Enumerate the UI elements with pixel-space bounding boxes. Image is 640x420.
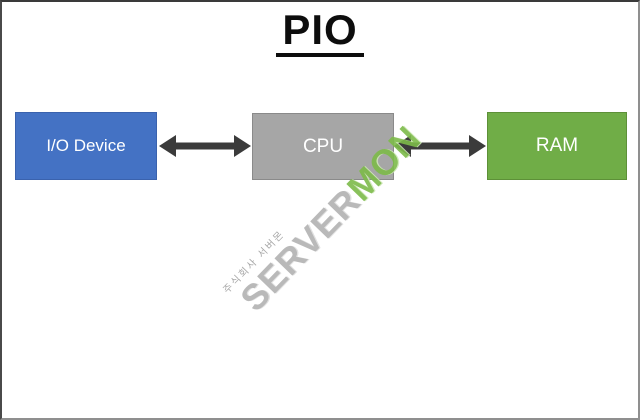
cpu-label: CPU [302, 135, 344, 157]
bidirectional-arrow-cpu-ram-icon [393, 131, 487, 161]
bidirectional-arrow-io-cpu-icon [158, 131, 252, 161]
ram-box: RAM [487, 112, 627, 180]
io-device-label: I/O Device [46, 136, 126, 155]
watermark-logo-server-text: SERVER [232, 180, 369, 319]
ram-label: RAM [535, 135, 579, 156]
page-title: PIO [276, 6, 364, 58]
title-container: PIO [2, 6, 638, 58]
io-device-box: I/O Device [15, 112, 157, 180]
cpu-box: CPU [252, 113, 394, 180]
